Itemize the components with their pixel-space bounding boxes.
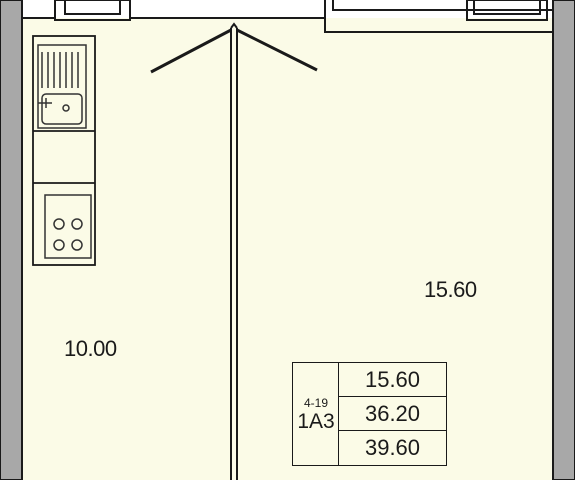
living-area-label: 15.60 [424,277,477,302]
area-with-balcony-value: 39.60 [364,435,421,460]
living-area-value: 15.60 [339,363,446,397]
partition-wall [230,22,238,480]
stove-icon [44,194,92,259]
right-wall [552,0,575,480]
floor-range: 4-19 [303,396,329,410]
door-swing-lines [150,28,318,74]
floor-area [22,18,553,480]
apartment-id-cell: 4-19 1А3 [293,363,339,465]
sink-icon [37,44,87,129]
apartment-info-box: 4-19 1А3 15.60 36.20 39.60 [292,362,447,466]
left-wall [0,0,23,480]
kitchen-area-label: 10.00 [64,336,117,361]
total-area-value: 36.20 [339,397,446,431]
kitchen-counter [32,35,96,266]
top-right-window [324,0,553,33]
apartment-type: 1А3 [297,410,335,433]
top-left-window [54,0,131,21]
